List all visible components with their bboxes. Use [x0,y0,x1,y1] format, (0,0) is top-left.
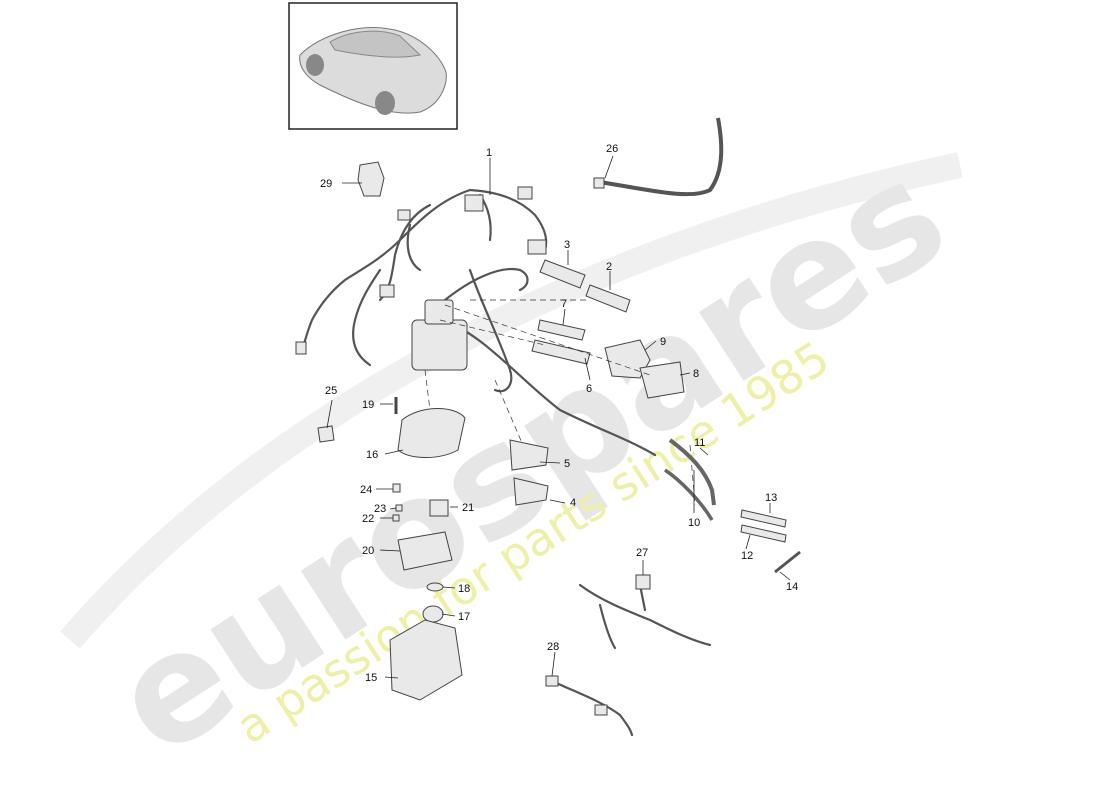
callout-6: 6 [586,383,592,395]
callout-16: 16 [366,449,378,461]
callout-14: 14 [786,581,798,593]
part-1-main-harness [295,186,657,457]
callout-7: 7 [561,298,567,310]
part-26-cable [599,117,724,197]
callout-24: 24 [360,484,372,496]
part-13-connector [740,509,787,528]
part-23 [395,504,403,512]
callout-28: 28 [547,641,559,653]
callout-15: 15 [365,672,377,684]
part-20-fusebox [397,531,453,571]
callout-18: 18 [458,583,470,595]
callout-29: 29 [320,178,332,190]
part-28-harness [545,675,634,737]
part-14-strip [774,550,801,574]
part-6-rail [531,339,591,365]
part-4-bracket [513,477,549,506]
callout-23: 23 [374,503,386,515]
part-11-cable [668,438,716,506]
part-2 [585,284,631,313]
callout-25: 25 [325,385,337,397]
callout-10: 10 [688,517,700,529]
part-3 [539,259,586,289]
callout-1: 1 [486,147,492,159]
part-15-housing [389,619,463,701]
part-22 [392,514,400,522]
part-12-connector [740,524,787,543]
part-29-bracket [357,161,385,197]
part-7-rail [537,319,586,341]
callout-3: 3 [564,239,570,251]
callout-22: 22 [362,513,374,525]
part-18-ring [426,582,444,592]
callout-11: 11 [694,437,705,449]
part-10-cable [664,468,714,521]
part-24 [392,483,401,493]
part-16-cover [397,408,466,458]
callout-17: 17 [458,611,470,623]
callout-labels: 1 2 3 4 5 6 7 8 9 10 11 12 13 14 15 16 1… [320,143,798,684]
callout-9: 9 [660,336,666,348]
leader-lines [326,155,791,679]
callout-8: 8 [693,368,699,380]
callout-2: 2 [606,261,612,273]
callout-12: 12 [741,550,753,562]
part-21 [429,499,449,517]
part-17-cap [422,605,444,623]
part-27-harness [578,574,712,650]
callout-4: 4 [570,497,576,509]
callout-26: 26 [606,143,618,155]
callout-19: 19 [362,399,374,411]
callout-13: 13 [765,492,777,504]
callout-21: 21 [462,502,474,514]
part-5-bracket [509,439,549,471]
part-8-bracket [639,361,685,399]
callout-20: 20 [362,545,374,557]
vehicle-thumbnail [288,2,458,130]
part-25-holder [317,425,335,443]
callout-5: 5 [564,458,570,470]
callout-27: 27 [636,547,648,559]
part-26-terminal [593,177,605,189]
